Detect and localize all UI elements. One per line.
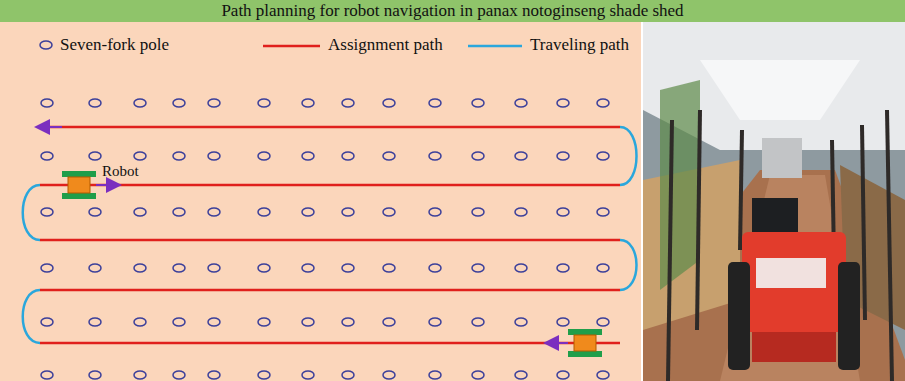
field-photo [643, 22, 905, 381]
seven-fork-pole [258, 371, 270, 379]
seven-fork-pole [597, 208, 609, 216]
seven-fork-pole [383, 264, 395, 272]
seven-fork-pole [89, 264, 101, 272]
legend-text: Assignment path [328, 35, 443, 55]
seven-fork-pole [429, 371, 441, 379]
seven-fork-pole [342, 152, 354, 160]
seven-fork-pole [258, 264, 270, 272]
seven-fork-pole [89, 371, 101, 379]
robot-icon [545, 329, 602, 357]
legend-text: Traveling path [530, 35, 629, 55]
seven-fork-pole [173, 371, 185, 379]
seven-fork-pole [597, 152, 609, 160]
seven-fork-pole [134, 264, 146, 272]
seven-fork-pole [557, 152, 569, 160]
seven-fork-pole [557, 318, 569, 326]
seven-fork-pole [597, 99, 609, 107]
seven-fork-pole [41, 152, 53, 160]
seven-fork-pole [342, 99, 354, 107]
seven-fork-pole [429, 99, 441, 107]
direction-arrow [36, 126, 62, 128]
assignment-paths [40, 127, 620, 343]
seven-fork-pole [472, 371, 484, 379]
seven-fork-pole [342, 208, 354, 216]
seven-fork-pole [89, 208, 101, 216]
seven-fork-pole [557, 371, 569, 379]
seven-fork-pole [89, 152, 101, 160]
seven-fork-pole [258, 152, 270, 160]
seven-fork-pole [302, 152, 314, 160]
seven-fork-pole [515, 264, 527, 272]
traveling-paths [23, 127, 637, 343]
seven-fork-pole [208, 318, 220, 326]
seven-fork-pole [41, 99, 53, 107]
seven-fork-pole [41, 208, 53, 216]
seven-fork-pole [302, 371, 314, 379]
seven-fork-pole [429, 318, 441, 326]
seven-fork-pole [134, 99, 146, 107]
seven-fork-pole [41, 264, 53, 272]
seven-fork-pole [429, 152, 441, 160]
seven-fork-pole [302, 318, 314, 326]
seven-fork-pole [429, 264, 441, 272]
seven-fork-pole [515, 152, 527, 160]
seven-fork-pole [515, 99, 527, 107]
seven-fork-pole [173, 152, 185, 160]
seven-fork-pole [41, 371, 53, 379]
seven-fork-pole [515, 208, 527, 216]
field-ground [0, 22, 641, 381]
seven-fork-pole [208, 264, 220, 272]
seven-fork-pole [383, 208, 395, 216]
seven-fork-pole [134, 152, 146, 160]
seven-fork-pole [134, 208, 146, 216]
seven-fork-pole [302, 99, 314, 107]
seven-fork-pole [472, 318, 484, 326]
seven-fork-pole [173, 264, 185, 272]
seven-fork-pole [557, 264, 569, 272]
seven-fork-pole [134, 318, 146, 326]
seven-fork-pole [472, 208, 484, 216]
seven-fork-pole [383, 318, 395, 326]
seven-fork-pole [208, 99, 220, 107]
seven-fork-pole [258, 318, 270, 326]
seven-fork-pole [383, 371, 395, 379]
robot-label: Robot [102, 163, 139, 179]
seven-fork-pole [557, 99, 569, 107]
seven-fork-pole [258, 99, 270, 107]
seven-fork-pole [134, 371, 146, 379]
seven-fork-pole [472, 264, 484, 272]
assignment-sample [263, 45, 320, 48]
seven-fork-pole [429, 208, 441, 216]
seven-fork-pole [342, 371, 354, 379]
traveling-sample [468, 45, 522, 48]
seven-fork-pole [173, 318, 185, 326]
pole-sample [40, 41, 52, 49]
seven-fork-pole [597, 371, 609, 379]
legend-text: Seven-fork pole [60, 35, 169, 55]
seven-fork-pole [302, 264, 314, 272]
seven-fork-pole [89, 318, 101, 326]
seven-fork-pole [383, 99, 395, 107]
seven-fork-pole [89, 99, 101, 107]
seven-fork-pole [472, 99, 484, 107]
seven-fork-pole [173, 208, 185, 216]
seven-fork-pole [208, 152, 220, 160]
seven-fork-pole [383, 152, 395, 160]
seven-fork-pole [302, 208, 314, 216]
seven-fork-pole [258, 208, 270, 216]
seven-fork-pole [41, 318, 53, 326]
seven-fork-pole [472, 152, 484, 160]
seven-fork-pole [597, 318, 609, 326]
seven-fork-pole [342, 318, 354, 326]
seven-fork-pole [557, 208, 569, 216]
seven-fork-pole [208, 208, 220, 216]
seven-fork-pole [208, 371, 220, 379]
seven-fork-pole [173, 99, 185, 107]
seven-fork-pole [342, 264, 354, 272]
seven-fork-pole [597, 264, 609, 272]
title-bar: Path planning for robot navigation in pa… [0, 0, 905, 22]
seven-fork-pole [515, 318, 527, 326]
seven-fork-pole [515, 371, 527, 379]
